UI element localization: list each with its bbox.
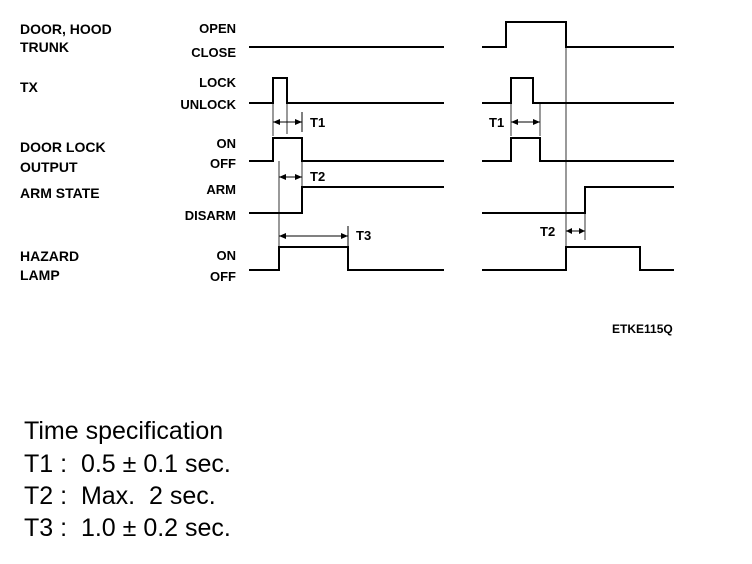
state-label-arm-high: ARM — [206, 182, 236, 197]
t1-marker-right — [511, 119, 540, 125]
state-label-tx-high: LOCK — [199, 75, 236, 90]
t1-label-right: T1 — [489, 115, 504, 130]
signal-name-hazard-line1: HAZARD — [20, 248, 79, 264]
signal-name-arm: ARM STATE — [20, 185, 100, 201]
waveform-dlo-left — [249, 137, 444, 162]
signal-name-dlo-line1: DOOR LOCK — [20, 139, 106, 155]
time-spec-t2: T2 : Max. 2 sec. — [24, 482, 216, 510]
t2-label-right: T2 — [540, 224, 555, 239]
t3-label-left: T3 — [356, 228, 371, 243]
time-spec-t3: T3 : 1.0 ± 0.2 sec. — [24, 514, 231, 542]
waveform-tx-left — [249, 77, 444, 104]
state-label-door-low: CLOSE — [191, 45, 236, 60]
time-spec-title: Time specification — [24, 417, 224, 445]
waveform-arm-right — [482, 186, 674, 214]
state-label-hazard-low: OFF — [210, 269, 236, 284]
state-label-tx-low: UNLOCK — [180, 97, 236, 112]
signal-name-tx: TX — [20, 79, 39, 95]
waveform-arm-left — [249, 186, 444, 214]
state-label-dlo-low: OFF — [210, 156, 236, 171]
waveform-door-right — [482, 21, 674, 48]
t1-label-left: T1 — [310, 115, 325, 130]
waveform-tx-right — [482, 77, 674, 104]
figure-code: ETKE115Q — [612, 322, 673, 336]
state-label-dlo-high: ON — [217, 136, 237, 151]
waveform-dlo-right — [482, 137, 674, 162]
time-spec-t1: T1 : 0.5 ± 0.1 sec. — [24, 450, 231, 478]
waveform-hazard-left — [249, 246, 444, 271]
signal-name-door-line1: DOOR, HOOD — [20, 21, 112, 37]
t3-marker-left — [279, 226, 349, 247]
t2-label-left: T2 — [310, 169, 325, 184]
t2-marker-right — [566, 228, 585, 234]
t2-marker-left — [279, 174, 302, 180]
signal-name-dlo-line2: OUTPUT — [20, 159, 78, 175]
t1-marker-left — [273, 112, 303, 132]
state-label-hazard-high: ON — [217, 248, 237, 263]
waveform-hazard-right — [482, 246, 674, 271]
state-label-door-high: OPEN — [199, 21, 236, 36]
signal-name-door-line2: TRUNK — [20, 39, 69, 55]
state-label-arm-low: DISARM — [185, 208, 236, 223]
signal-name-hazard-line2: LAMP — [20, 267, 60, 283]
